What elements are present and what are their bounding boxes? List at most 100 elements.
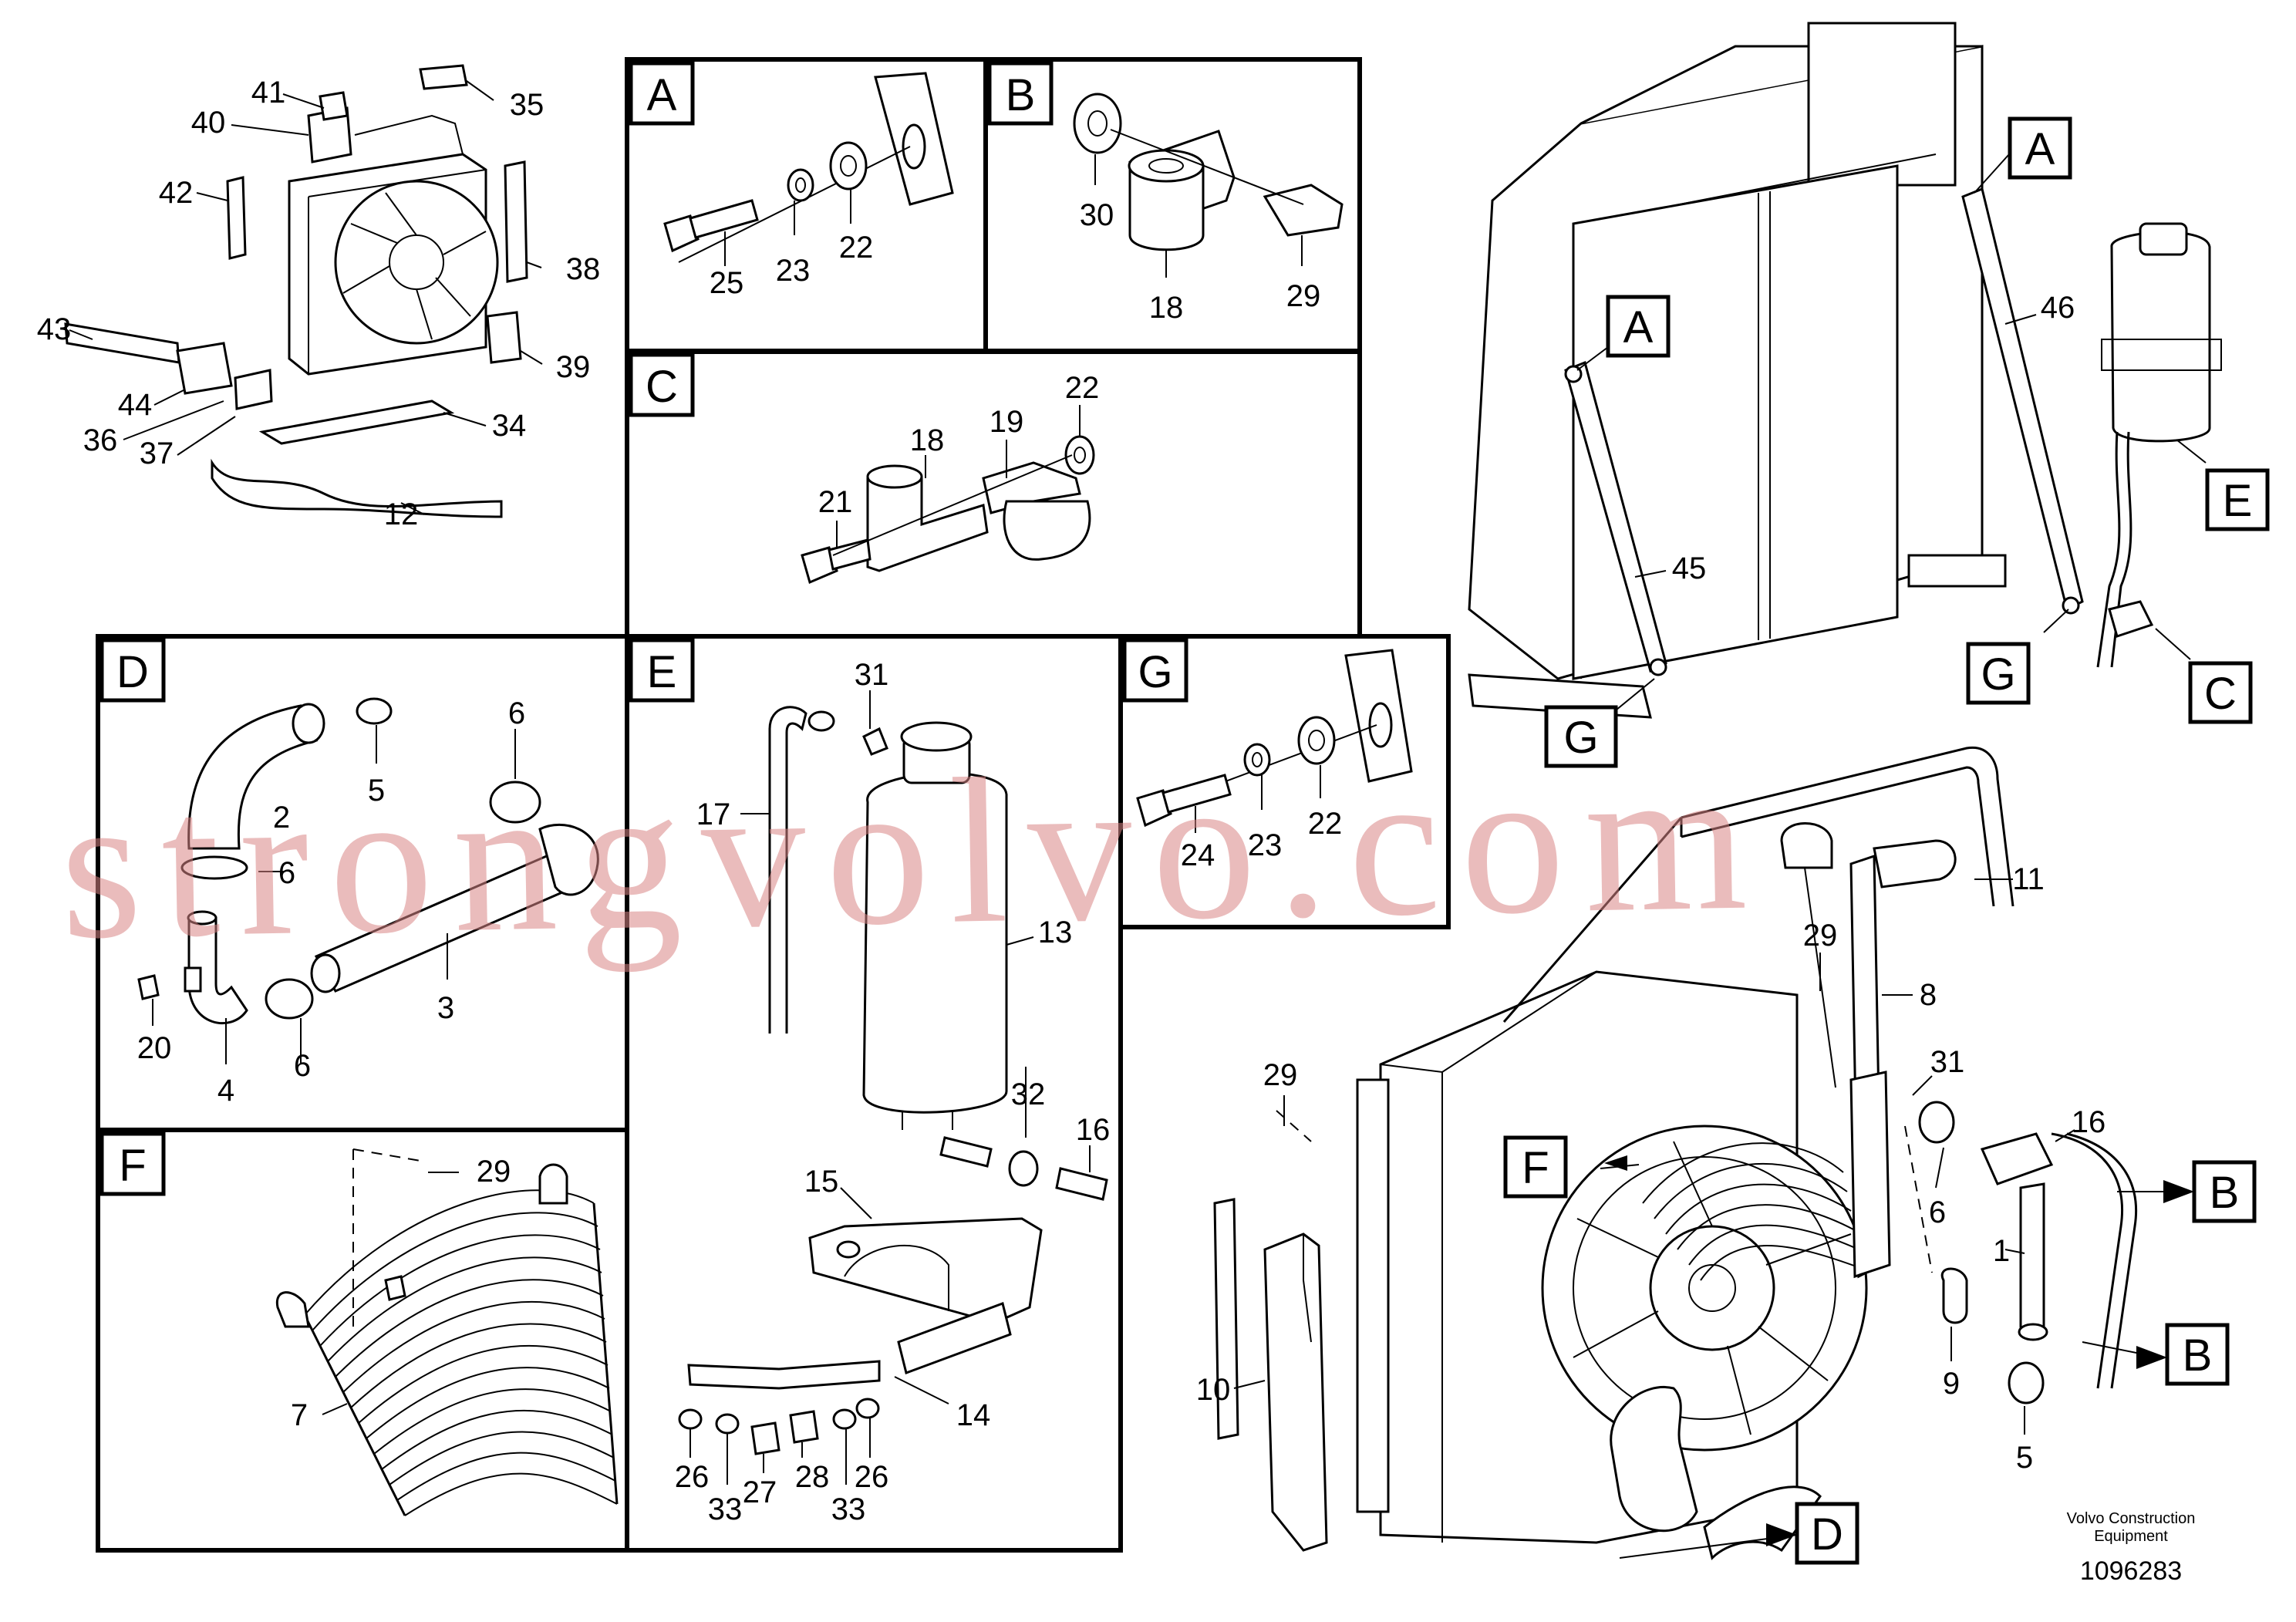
tag-bot-b2: B [2183, 1330, 2213, 1381]
callout-42: 42 [159, 176, 194, 210]
callout-45: 45 [1672, 551, 1707, 585]
panel-c-callouts: 18 19 22 21 [818, 371, 1100, 548]
callout-9: 9 [1943, 1367, 1960, 1401]
panel-c-parts [801, 435, 1095, 585]
callout-46: 46 [2041, 291, 2075, 325]
callout-18: 18 [1149, 291, 1184, 325]
panel-f-callouts: 29 7 [291, 1155, 511, 1432]
callout-6-d1: 6 [508, 696, 525, 730]
callout-19: 19 [990, 405, 1024, 439]
watermark-text: strongvolvo.com [59, 722, 1768, 983]
callout-33-e2: 33 [831, 1492, 866, 1526]
panel-tag-c: C [646, 362, 678, 412]
callout-35: 35 [510, 88, 544, 122]
callout-6-d3: 6 [294, 1049, 311, 1083]
callout-36: 36 [83, 423, 118, 457]
tag-top-g2: G [1563, 713, 1598, 763]
callout-29: 29 [1286, 279, 1321, 313]
panel-f-parts [275, 1148, 619, 1516]
bottom-right-assembly [1213, 746, 2137, 1560]
panel-e-callouts: 31 17 13 32 16 15 14 26 33 27 28 33 26 [675, 658, 1111, 1526]
panel-tag-b: B [1006, 70, 1036, 120]
callout-10: 10 [1196, 1373, 1231, 1407]
panel-tag-f: F [119, 1141, 146, 1191]
maker-line-2: Equipment [2094, 1528, 2168, 1545]
callout-38: 38 [566, 252, 601, 286]
callout-16-e: 16 [1076, 1113, 1111, 1147]
tag-top-g1: G [1981, 649, 2015, 700]
callout-28: 28 [795, 1460, 830, 1494]
callout-37: 37 [140, 437, 174, 470]
panel-tag-a: A [647, 70, 677, 120]
tag-top-a2: A [1623, 302, 1654, 352]
callout-3: 3 [437, 991, 454, 1025]
panel-a-callouts: 25 23 22 [710, 189, 874, 300]
callout-34: 34 [492, 409, 527, 443]
callout-23: 23 [776, 254, 811, 288]
panel-a-parts [663, 72, 954, 263]
callout-11: 11 [2012, 862, 2045, 896]
panel-tag-e: E [647, 647, 677, 697]
callout-5-d: 5 [368, 774, 385, 808]
tag-bot-f: F [1522, 1143, 1549, 1193]
callout-17: 17 [696, 798, 731, 831]
callout-33-e1: 33 [708, 1492, 743, 1526]
callout-26-e2: 26 [855, 1460, 889, 1494]
callout-32: 32 [1011, 1077, 1046, 1111]
panel-d-parts [137, 697, 599, 1025]
bottom-right-callouts: 11 29 8 31 16 29 6 1 10 9 5 [1196, 862, 2106, 1475]
top-right-tags: A A E G C G 46 45 [1544, 116, 2270, 768]
tag-top-a1: A [2025, 124, 2055, 174]
callout-15: 15 [804, 1165, 839, 1199]
callout-43: 43 [37, 312, 72, 346]
callout-20: 20 [137, 1031, 172, 1065]
panel-tag-d: D [116, 647, 149, 697]
top-right-assembly [1468, 22, 2222, 719]
panel-b-callouts: 30 18 29 [1080, 154, 1321, 325]
callout-21: 21 [818, 485, 853, 519]
callout-39: 39 [556, 350, 591, 384]
callout-24: 24 [1181, 838, 1215, 872]
diagram-number: 1096283 [2080, 1556, 2182, 1586]
callout-7: 7 [291, 1398, 308, 1432]
callout-8: 8 [1920, 978, 1937, 1012]
tag-bot-d: D [1811, 1509, 1843, 1560]
overview-callouts: 41 35 40 42 38 39 43 44 36 37 34 12 [37, 76, 601, 531]
panel-letter-tags: A B C D E G F [99, 61, 1188, 1196]
callout-41: 41 [251, 76, 286, 110]
callout-25: 25 [710, 266, 744, 300]
panel-d-callouts: 5 6 2 6 3 20 4 6 [137, 696, 525, 1108]
callout-5-b: 5 [2016, 1441, 2033, 1475]
callout-18-c: 18 [910, 423, 945, 457]
callout-13: 13 [1038, 916, 1073, 949]
callout-26-e1: 26 [675, 1460, 710, 1494]
callout-30: 30 [1080, 198, 1114, 232]
callout-29-b1: 29 [1803, 919, 1838, 953]
callout-44: 44 [118, 388, 153, 422]
callout-22: 22 [839, 231, 874, 265]
panel-tag-g: G [1138, 647, 1172, 697]
tag-top-c: C [2204, 669, 2237, 719]
callout-16-b: 16 [2072, 1105, 2106, 1139]
callout-22-g: 22 [1308, 807, 1343, 841]
callout-6-b: 6 [1929, 1195, 1946, 1229]
callout-1: 1 [1993, 1234, 2010, 1268]
callout-2: 2 [273, 801, 290, 835]
callout-29-f: 29 [477, 1155, 511, 1189]
panel-g-parts [1136, 649, 1413, 828]
callout-14: 14 [956, 1398, 991, 1432]
callout-29-b2: 29 [1263, 1058, 1298, 1092]
callout-27: 27 [743, 1475, 777, 1509]
footer-block: Volvo Construction Equipment 1096283 [2067, 1510, 2196, 1586]
panel-e-parts [678, 706, 1108, 1455]
callout-12: 12 [384, 497, 419, 531]
callout-4: 4 [217, 1074, 234, 1108]
tag-top-e: E [2223, 476, 2253, 526]
callout-31-b: 31 [1930, 1045, 1965, 1079]
callout-22-c: 22 [1065, 371, 1100, 405]
panel-b-parts [1073, 93, 1344, 251]
callout-40: 40 [191, 106, 226, 140]
bottom-right-tags: F B B D [1503, 1135, 2257, 1565]
panel-g-callouts: 24 23 22 [1181, 765, 1343, 872]
